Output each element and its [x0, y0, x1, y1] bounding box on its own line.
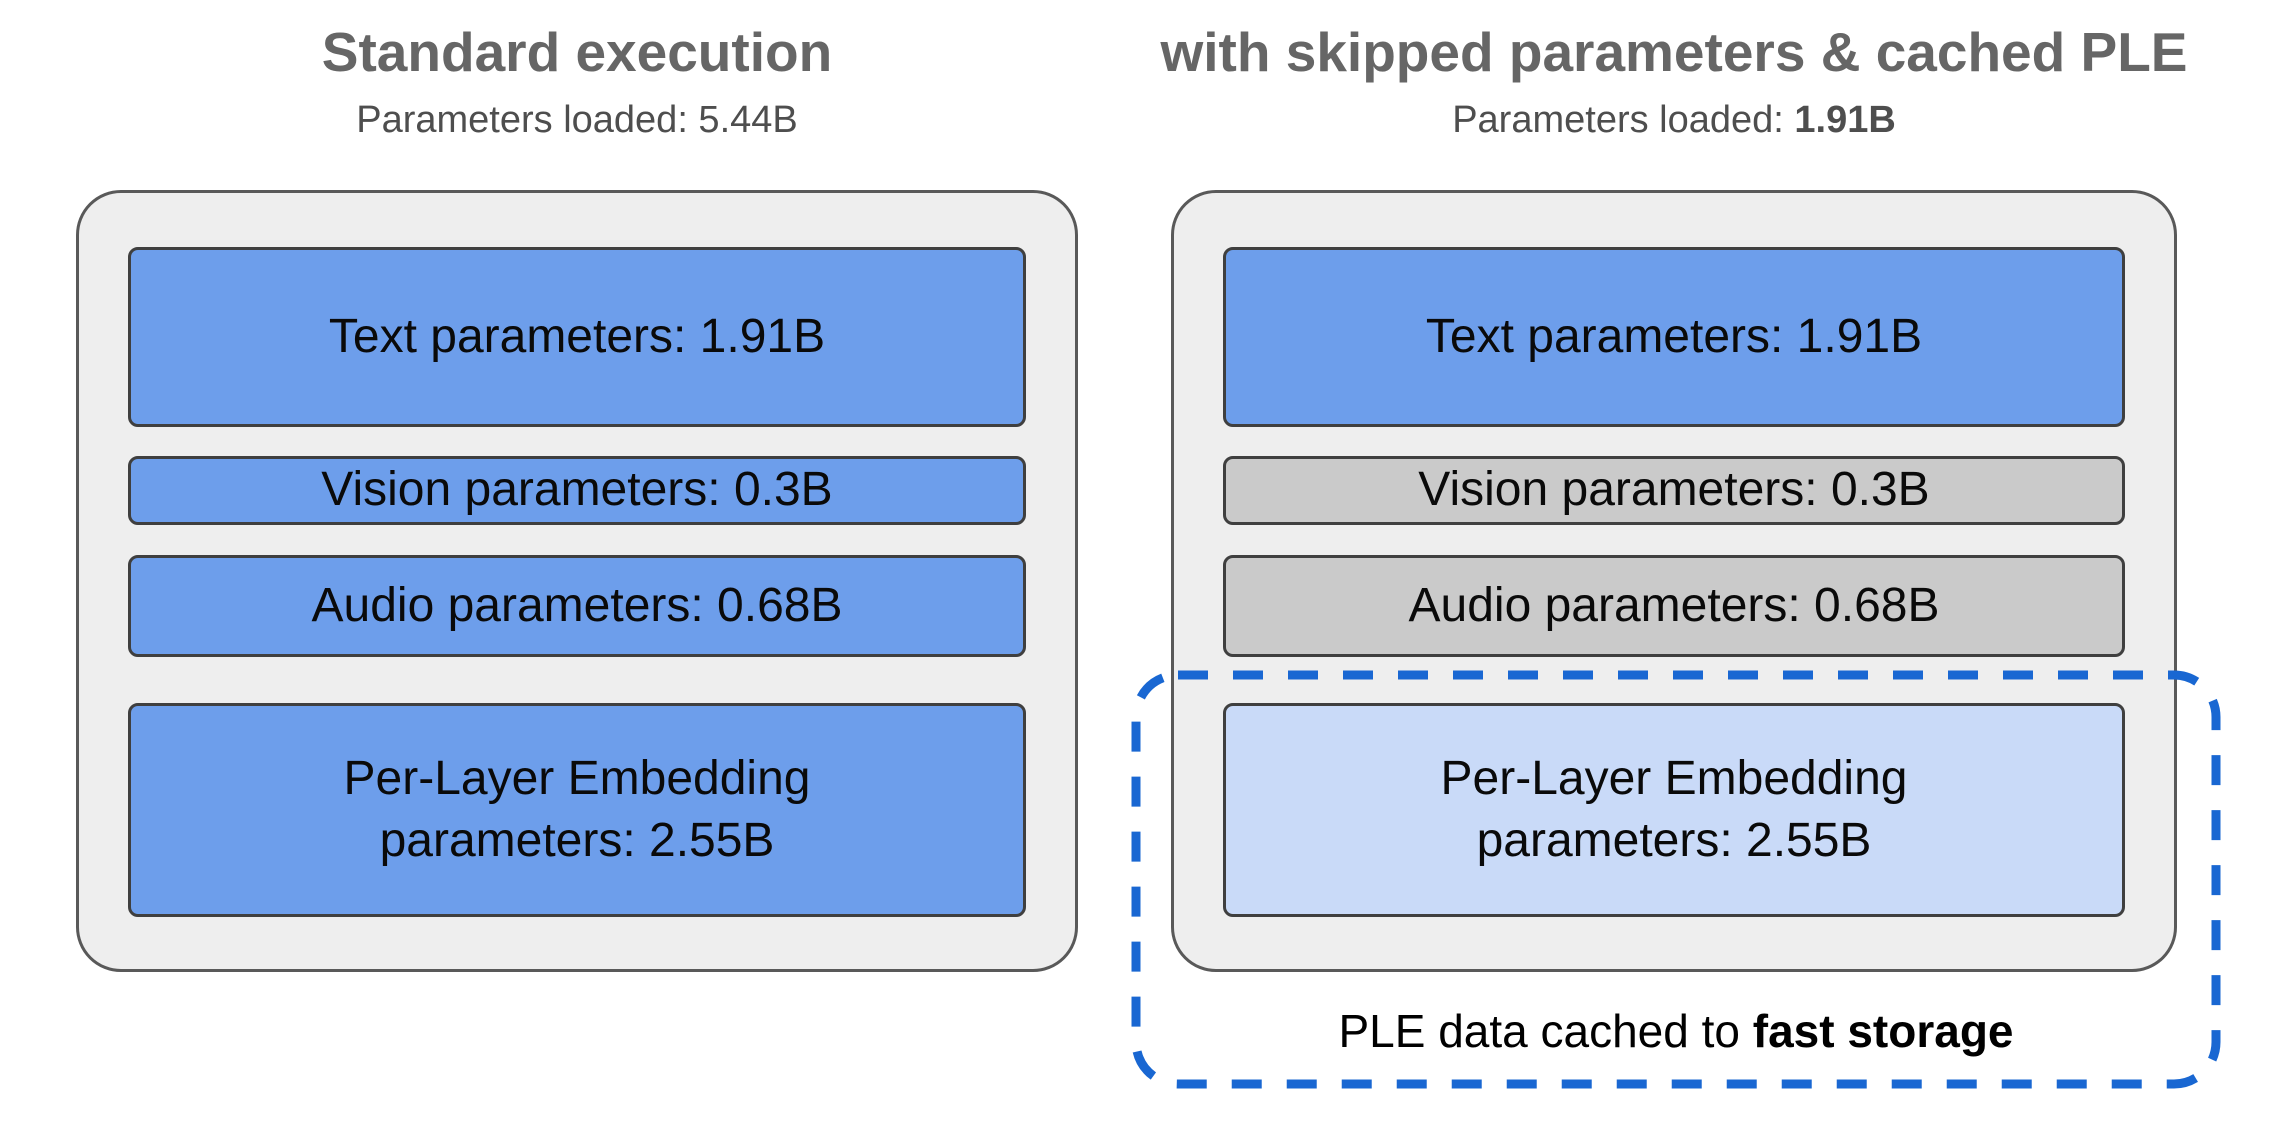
right-panel-title: with skipped parameters & cached PLE [1160, 21, 2188, 83]
left-model-container: Text parameters: 1.91B Vision parameters… [76, 190, 1078, 972]
left-panel-title: Standard execution [321, 21, 833, 83]
right-subtitle-value: 1.91B [1794, 99, 1896, 141]
right-ple-parameters-label: Per-Layer Embedding parameters: 2.55B [1440, 751, 1908, 867]
right-audio-parameters-label: Audio parameters: 0.68B [1408, 578, 1940, 632]
left-vision-parameters-box: Vision parameters: 0.3B [128, 456, 1026, 525]
right-subtitle-prefix: Parameters loaded: [1452, 99, 1795, 141]
right-model-container: Text parameters: 1.91B Vision parameters… [1171, 190, 2177, 972]
right-vision-parameters-box: Vision parameters: 0.3B [1223, 456, 2125, 525]
left-audio-parameters-label: Audio parameters: 0.68B [311, 578, 843, 632]
right-ple-parameters-box: Per-Layer Embedding parameters: 2.55B [1223, 703, 2125, 917]
right-vision-parameters-label: Vision parameters: 0.3B [1418, 463, 1930, 517]
left-text-parameters-box: Text parameters: 1.91B [128, 247, 1026, 427]
right-text-parameters-box: Text parameters: 1.91B [1223, 247, 2125, 427]
right-text-parameters-label: Text parameters: 1.91B [1425, 309, 1923, 363]
left-ple-parameters-label: Per-Layer Embedding parameters: 2.55B [343, 751, 811, 867]
left-panel-subtitle: Parameters loaded: 5.44B [356, 99, 798, 141]
ple-cache-caption: PLE data cached to fast storage [1130, 1004, 2222, 1058]
left-text-parameters-label: Text parameters: 1.91B [328, 309, 826, 363]
left-vision-parameters-label: Vision parameters: 0.3B [321, 463, 833, 517]
ple-cache-caption-bold: fast storage [1752, 1005, 2014, 1057]
ple-cache-caption-prefix: PLE data cached to [1338, 1005, 1753, 1057]
right-panel-subtitle: Parameters loaded: 1.91B [1128, 98, 2220, 144]
right-audio-parameters-box: Audio parameters: 0.68B [1223, 555, 2125, 657]
left-audio-parameters-box: Audio parameters: 0.68B [128, 555, 1026, 657]
left-ple-parameters-box: Per-Layer Embedding parameters: 2.55B [128, 703, 1026, 917]
